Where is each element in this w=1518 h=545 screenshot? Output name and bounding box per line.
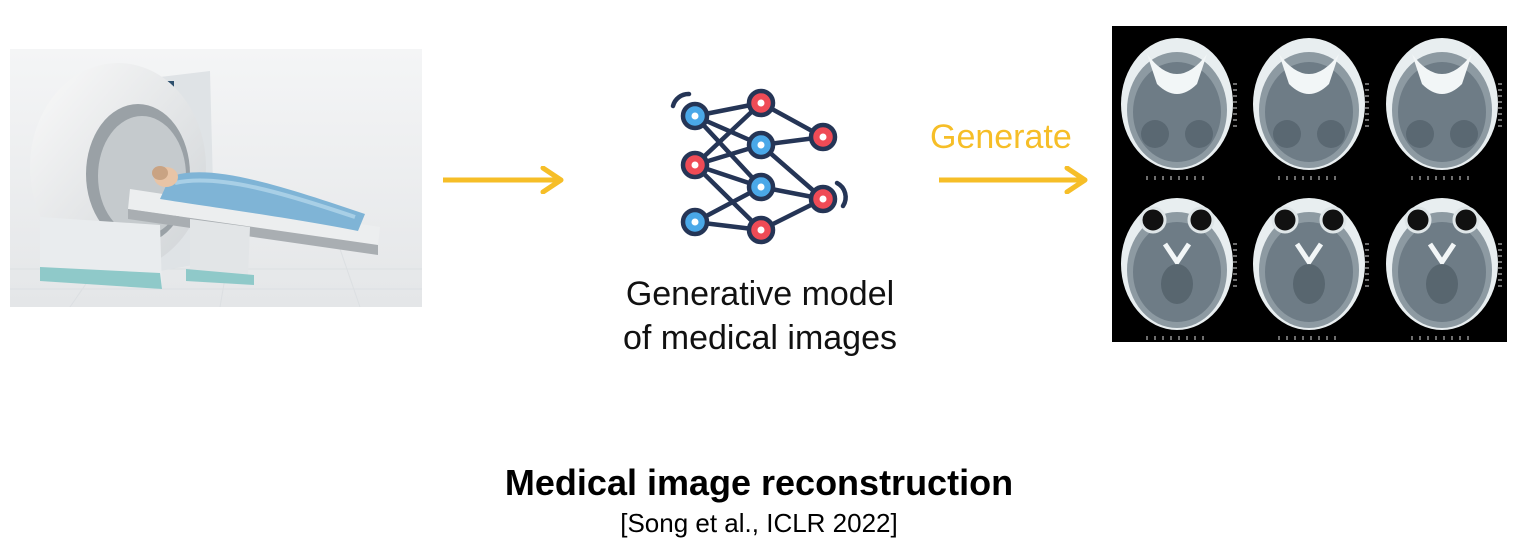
citation: [Song et al., ICLR 2022] <box>620 508 898 538</box>
generate-label: Generate <box>930 118 1072 156</box>
right-arrow-icon <box>443 166 564 194</box>
ct-slice <box>1121 198 1237 340</box>
ct-slice <box>1386 38 1502 180</box>
ct-scanner-photo <box>10 49 422 307</box>
model-caption: Generative model of medical images <box>560 272 960 360</box>
ct-scan-grid-image <box>1112 26 1507 342</box>
ct-slice <box>1386 198 1502 340</box>
model-caption-line2: of medical images <box>622 319 897 357</box>
ct-slice <box>1253 198 1369 340</box>
ct-slice <box>1253 38 1369 180</box>
figure-title: Medical image reconstruction <box>504 462 1014 503</box>
ct-slice <box>1121 38 1237 180</box>
right-arrow-icon <box>939 166 1088 194</box>
model-caption-line1: Generative model <box>625 275 895 313</box>
neural-network-icon <box>670 88 848 245</box>
